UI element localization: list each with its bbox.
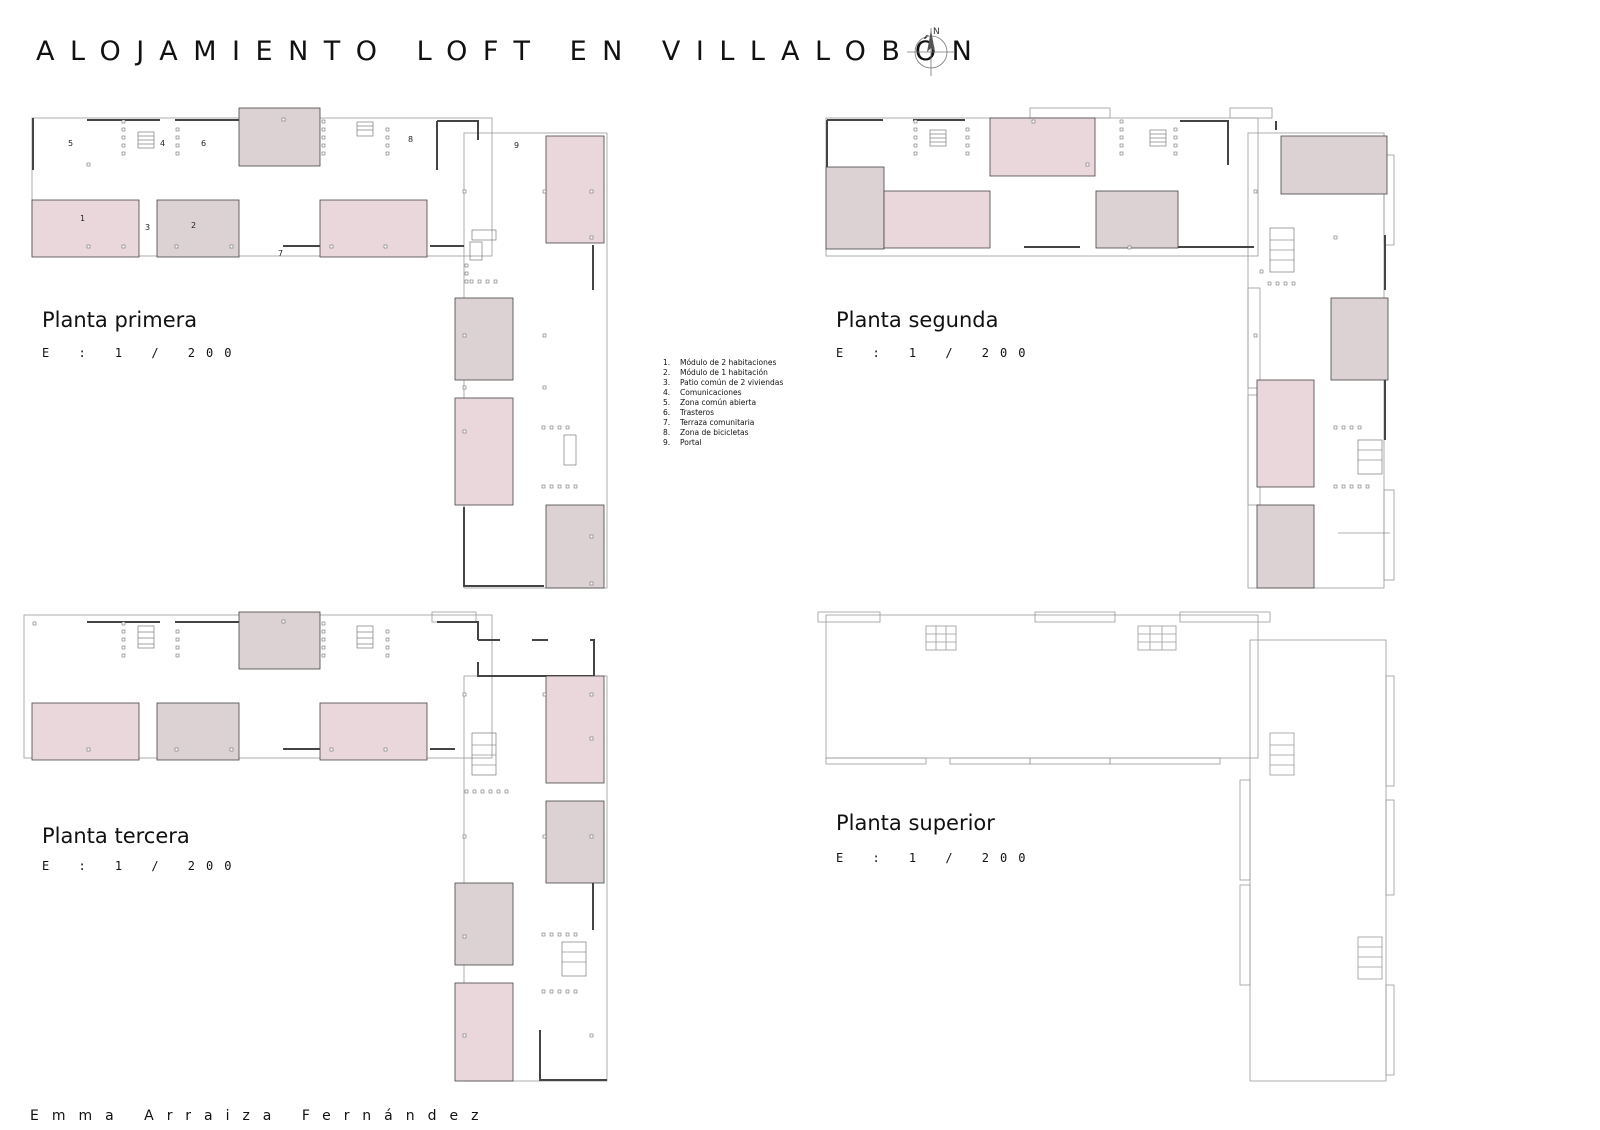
room-legend: 1.Módulo de 2 habitaciones 2.Módulo de 1… bbox=[663, 358, 783, 448]
room-number: 5 bbox=[68, 139, 73, 148]
plan-tercera bbox=[23, 611, 608, 1082]
floor-title-segunda: Planta segunda bbox=[836, 308, 999, 332]
legend-item: 7.Terraza comunitaria bbox=[663, 418, 755, 427]
plan-primera: 1 2 3 4 5 6 7 8 9 bbox=[31, 107, 608, 589]
room-number: 4 bbox=[160, 139, 165, 148]
legend-item: 1.Módulo de 2 habitaciones bbox=[663, 358, 777, 367]
room-number: 9 bbox=[514, 141, 519, 150]
plan-segunda bbox=[825, 107, 1395, 589]
legend-item: 5.Zona común abierta bbox=[663, 398, 757, 407]
legend-item: 9.Portal bbox=[663, 438, 702, 447]
room-number: 6 bbox=[201, 139, 206, 148]
legend-item: 6.Trasteros bbox=[663, 408, 715, 417]
drawing-title: ALOJAMIENTO LOFT EN VILLALOBÓN bbox=[36, 36, 988, 67]
room-number: 1 bbox=[80, 214, 85, 223]
floor-title-tercera: Planta tercera bbox=[42, 824, 190, 848]
room-number: 3 bbox=[145, 223, 150, 232]
floor-scale-segunda: E : 1 / 200 bbox=[836, 346, 1037, 360]
room-number: 2 bbox=[191, 221, 196, 230]
legend-item: 3.Patio común de 2 viviendas bbox=[663, 378, 784, 387]
room-number: 8 bbox=[408, 135, 413, 144]
floor-scale-tercera: E : 1 / 200 bbox=[42, 859, 243, 873]
floor-scale-superior: E : 1 / 200 bbox=[836, 851, 1037, 865]
author-name: Emma Arraiza Fernández bbox=[30, 1108, 492, 1124]
floor-title-primera: Planta primera bbox=[42, 308, 198, 332]
legend-item: 2.Módulo de 1 habitación bbox=[663, 368, 768, 377]
room-number: 7 bbox=[278, 249, 283, 258]
legend-item: 4.Comunicaciones bbox=[663, 388, 742, 397]
floor-scale-primera: E : 1 / 200 bbox=[42, 346, 243, 360]
plan-superior bbox=[817, 611, 1395, 1082]
north-arrow-icon: N bbox=[907, 27, 955, 76]
compass-label: N bbox=[933, 27, 940, 37]
legend-item: 8.Zona de bicicletas bbox=[663, 428, 749, 437]
floor-title-superior: Planta superior bbox=[836, 811, 995, 835]
